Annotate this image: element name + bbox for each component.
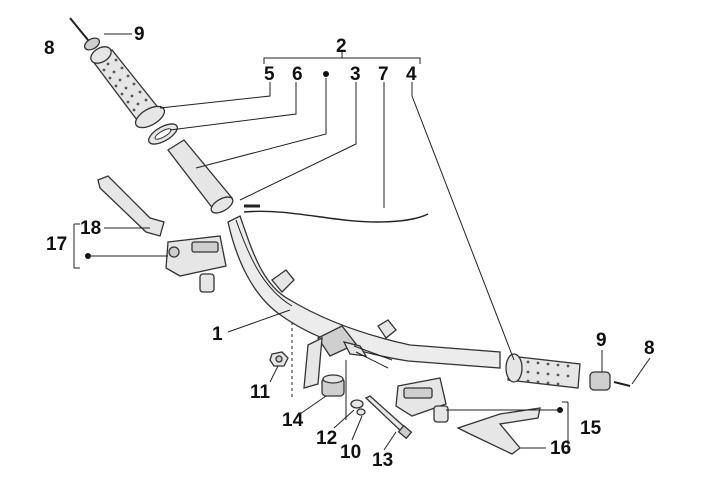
callout-8-right: 8	[644, 338, 655, 359]
callout-2: 2	[336, 36, 347, 57]
leader-lines	[73, 33, 651, 453]
callout-3: 3	[350, 64, 361, 85]
callout-8-left: 8	[44, 38, 55, 59]
callout-9-left: 9	[134, 24, 145, 45]
callout-10: 10	[340, 442, 361, 463]
nut	[269, 351, 289, 367]
callout-15: 15	[580, 418, 602, 439]
left-master-cylinder	[165, 235, 227, 293]
throttle-tube	[167, 139, 234, 214]
callout-12: 12	[316, 428, 337, 449]
callout-13: 13	[372, 450, 393, 471]
left-grip	[90, 46, 166, 129]
callout-1: 1	[212, 324, 223, 345]
callout-17: 17	[46, 234, 67, 255]
spacer-bushing	[321, 374, 345, 397]
right-brake-lever	[456, 407, 541, 455]
callout-11: 11	[250, 382, 271, 403]
handlebar-clamp	[303, 325, 393, 389]
right-grip	[505, 353, 581, 389]
callout-5: 5	[264, 64, 275, 85]
throttle-cable	[243, 204, 429, 223]
callout-6: 6	[292, 64, 303, 85]
callout-14: 14	[282, 410, 304, 431]
handlebar-tube	[227, 215, 501, 369]
right-bar-end-and-screw	[589, 371, 631, 391]
callout-18: 18	[80, 218, 101, 239]
callout-16: 16	[550, 438, 571, 459]
callout-7: 7	[378, 64, 389, 85]
ring	[148, 123, 178, 145]
left-brake-lever	[97, 175, 165, 237]
callout-9-right: 9	[596, 330, 607, 351]
left-bar-end-and-screw	[69, 17, 101, 51]
washer-and-bolt	[350, 395, 413, 440]
callout-4: 4	[406, 64, 417, 85]
right-master-cylinder	[395, 377, 449, 423]
